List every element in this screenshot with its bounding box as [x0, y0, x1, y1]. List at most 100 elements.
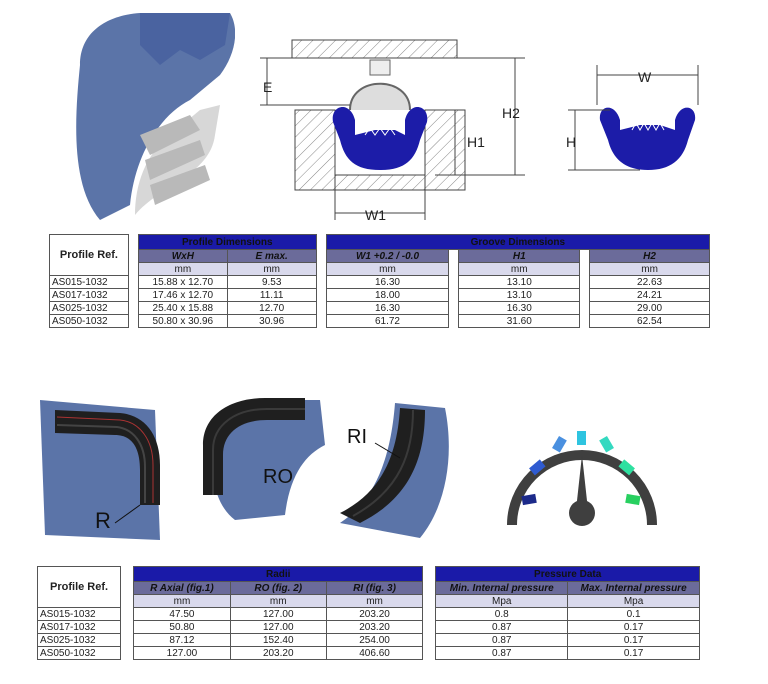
- table-row: AS017-1032 50.80 127.00 203.20 0.87 0.17: [36, 620, 700, 634]
- value-cell: 152.40: [229, 633, 327, 647]
- value-cell: 0.87: [435, 633, 569, 647]
- unit-cell: mm: [226, 262, 317, 276]
- value-cell: 17.46 x 12.70: [137, 288, 228, 302]
- col-header: RO (fig. 2): [229, 581, 327, 595]
- profile-dimension-diagram: W H: [566, 65, 699, 171]
- unit-cell: mm: [229, 594, 327, 608]
- unit-cell: Mpa: [435, 594, 569, 608]
- radii-pressure-table: Profile Ref. Radii Pressure Data R Axial…: [36, 566, 700, 660]
- unit-cell: mm: [458, 262, 581, 276]
- col-header: Max. Internal pressure: [567, 581, 700, 595]
- value-cell: 0.17: [567, 620, 700, 634]
- pressure-data-header: Pressure Data: [435, 566, 700, 582]
- value-cell: 13.10: [458, 288, 581, 302]
- col-header: R Axial (fig.1): [133, 581, 231, 595]
- ref-cell: AS050-1032: [49, 314, 129, 328]
- value-cell: 203.20: [325, 620, 424, 634]
- unit-cell: mm: [325, 262, 450, 276]
- value-cell: 127.00: [229, 607, 327, 621]
- label-RO: RO: [263, 466, 293, 488]
- ref-cell: AS017-1032: [36, 620, 122, 634]
- value-cell: 127.00: [229, 620, 327, 634]
- groove-cross-section-diagram: E H1 H2 W1: [260, 39, 525, 223]
- pressure-gauge-icon: [507, 431, 657, 526]
- figure-axial-bend: R: [40, 400, 160, 540]
- dim-label-W: W: [638, 69, 652, 85]
- ref-cell: AS017-1032: [49, 288, 129, 302]
- table-row: AS025-1032 25.40 x 15.88 12.70 16.30 16.…: [49, 301, 710, 315]
- value-cell: 24.21: [589, 288, 710, 302]
- value-cell: 0.1: [567, 607, 700, 621]
- profile-dimensions-header: Profile Dimensions: [137, 234, 317, 250]
- value-cell: 11.11: [226, 288, 317, 302]
- value-cell: 87.12: [133, 633, 231, 647]
- table-row: AS015-1032 15.88 x 12.70 9.53 16.30 13.1…: [49, 275, 710, 289]
- unit-cell: Mpa: [567, 594, 700, 608]
- table-row: AS050-1032 50.80 x 30.96 30.96 61.72 31.…: [49, 314, 710, 328]
- ref-cell: AS050-1032: [36, 646, 122, 660]
- profile-ref-header: Profile Ref.: [49, 234, 129, 276]
- label-RI: RI: [347, 426, 367, 448]
- profile-3d-render: [76, 13, 235, 220]
- value-cell: 50.80: [133, 620, 231, 634]
- value-cell: 47.50: [133, 607, 231, 621]
- value-cell: 254.00: [325, 633, 424, 647]
- value-cell: 16.30: [458, 301, 581, 315]
- col-header: WxH: [137, 249, 228, 263]
- dim-label-H2: H2: [502, 105, 520, 121]
- col-header: E max.: [226, 249, 317, 263]
- value-cell: 25.40 x 15.88: [137, 301, 228, 315]
- value-cell: 9.53: [226, 275, 317, 289]
- value-cell: 0.17: [567, 633, 700, 647]
- col-header: H1: [458, 249, 581, 263]
- dim-label-E: E: [263, 79, 272, 95]
- value-cell: 18.00: [325, 288, 450, 302]
- table-row: AS050-1032 127.00 203.20 406.60 0.87 0.1…: [36, 646, 700, 660]
- dimensions-table: Profile Ref. Profile Dimensions Groove D…: [49, 234, 711, 328]
- value-cell: 203.20: [229, 646, 327, 660]
- dim-label-W1: W1: [365, 207, 386, 223]
- value-cell: 0.8: [435, 607, 569, 621]
- value-cell: 0.17: [567, 646, 700, 660]
- value-cell: 127.00: [133, 646, 231, 660]
- value-cell: 50.80 x 30.96: [137, 314, 228, 328]
- value-cell: 13.10: [458, 275, 581, 289]
- value-cell: 30.96: [226, 314, 317, 328]
- ref-cell: AS025-1032: [49, 301, 129, 315]
- value-cell: 15.88 x 12.70: [137, 275, 228, 289]
- label-R: R: [95, 508, 111, 533]
- value-cell: 29.00: [589, 301, 710, 315]
- value-cell: 406.60: [325, 646, 424, 660]
- figure-inner-radius: RI: [340, 403, 449, 538]
- ref-cell: AS025-1032: [36, 633, 122, 647]
- dim-label-H1: H1: [467, 134, 485, 150]
- unit-cell: mm: [137, 262, 228, 276]
- value-cell: 12.70: [226, 301, 317, 315]
- value-cell: 61.72: [325, 314, 450, 328]
- value-cell: 16.30: [325, 301, 450, 315]
- groove-dimensions-header: Groove Dimensions: [325, 234, 711, 250]
- value-cell: 0.87: [435, 646, 569, 660]
- dim-label-H: H: [566, 134, 576, 150]
- table-row: AS025-1032 87.12 152.40 254.00 0.87 0.17: [36, 633, 700, 647]
- unit-cell: mm: [325, 594, 424, 608]
- value-cell: 0.87: [435, 620, 569, 634]
- ref-cell: AS015-1032: [36, 607, 122, 621]
- table-row: AS015-1032 47.50 127.00 203.20 0.8 0.1: [36, 607, 700, 621]
- unit-cell: mm: [133, 594, 231, 608]
- value-cell: 31.60: [458, 314, 581, 328]
- col-header: W1 +0.2 / -0.0: [325, 249, 450, 263]
- col-header: H2: [589, 249, 710, 263]
- value-cell: 22.63: [589, 275, 710, 289]
- unit-cell: mm: [589, 262, 710, 276]
- profile-ref-header: Profile Ref.: [36, 566, 122, 608]
- table-row: AS017-1032 17.46 x 12.70 11.11 18.00 13.…: [49, 288, 710, 302]
- radii-header: Radii: [133, 566, 424, 582]
- col-header: Min. Internal pressure: [435, 581, 569, 595]
- value-cell: 16.30: [325, 275, 450, 289]
- figure-outer-radius: RO: [203, 398, 325, 520]
- ref-cell: AS015-1032: [49, 275, 129, 289]
- value-cell: 62.54: [589, 314, 710, 328]
- col-header: RI (fig. 3): [325, 581, 424, 595]
- value-cell: 203.20: [325, 607, 424, 621]
